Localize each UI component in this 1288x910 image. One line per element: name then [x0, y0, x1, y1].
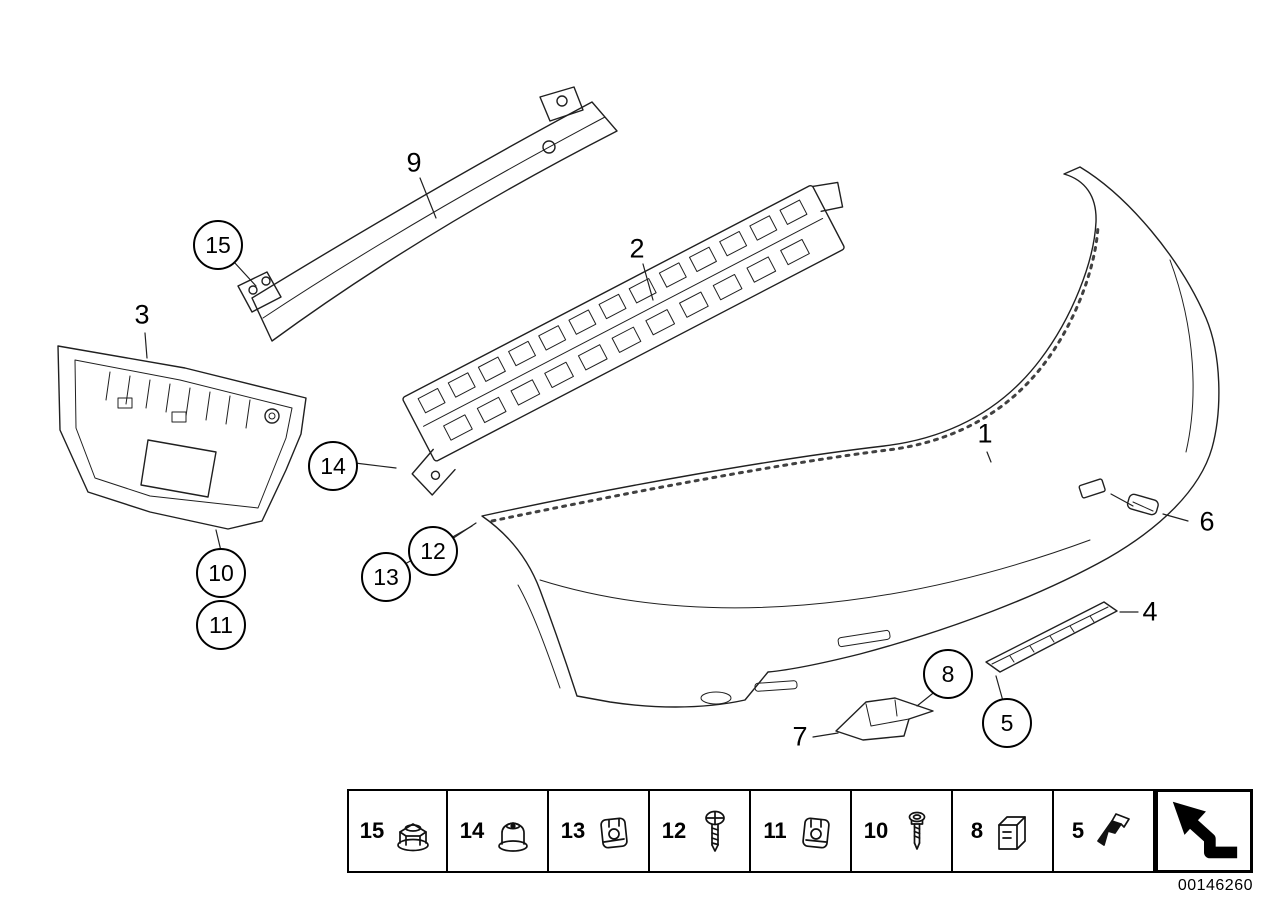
- callout-11[interactable]: 11: [196, 600, 246, 650]
- hex-screw-icon: [908, 811, 926, 850]
- phillips-screw-icon: [705, 810, 726, 852]
- callout-label: 10: [208, 559, 234, 586]
- legend-nav-cell[interactable]: [1155, 789, 1253, 873]
- legend-cell-12[interactable]: 12: [650, 789, 751, 873]
- callout-1[interactable]: 1: [977, 418, 993, 449]
- flange-nut-icon: [397, 823, 430, 852]
- callout-9[interactable]: 9: [406, 147, 422, 178]
- callout-12[interactable]: 12: [408, 526, 458, 576]
- sheet-metal-nut-icon: [600, 817, 628, 849]
- legend-cell-14[interactable]: 14: [448, 789, 549, 873]
- callout-label: 9: [406, 147, 422, 178]
- legend-cell-number: 8: [970, 818, 984, 843]
- callout-3[interactable]: 3: [134, 299, 150, 330]
- legend-cell-number: 15: [359, 818, 385, 843]
- callout-8[interactable]: 8: [923, 649, 973, 699]
- part-1-bumper-cover: [481, 166, 1220, 708]
- callout-label: 12: [420, 537, 446, 564]
- legend-cell-number: 11: [763, 818, 787, 843]
- callout-label: 2: [629, 233, 645, 264]
- callout-label: 6: [1199, 506, 1215, 537]
- legend-cell-13[interactable]: 13: [549, 789, 650, 873]
- callout-7[interactable]: 7: [792, 721, 808, 752]
- return-arrow-icon: [1172, 801, 1238, 859]
- callout-label: 5: [1000, 709, 1014, 736]
- diagram-id: 00146260: [1177, 877, 1253, 894]
- legend-cell-number: 13: [560, 818, 586, 843]
- legend-cell-15[interactable]: 15: [347, 789, 448, 873]
- legend-cell-number: 14: [459, 818, 485, 843]
- legend-cell-10[interactable]: 10: [852, 789, 953, 873]
- callout-10[interactable]: 10: [196, 548, 246, 598]
- callout-14[interactable]: 14: [308, 441, 358, 491]
- callout-label: 3: [134, 299, 150, 330]
- callout-6[interactable]: 6: [1199, 506, 1215, 537]
- fastener-legend-strip: 15 14 13: [347, 789, 1253, 873]
- legend-cell-number: 12: [661, 818, 687, 843]
- legend-cell-number: 10: [863, 818, 889, 843]
- callout-label: 11: [209, 611, 233, 638]
- part-4-trim-strip: [985, 601, 1118, 673]
- legend-cell-8[interactable]: 8: [953, 789, 1054, 873]
- callout-4[interactable]: 4: [1142, 596, 1158, 627]
- legend-cell-5[interactable]: 5: [1054, 789, 1155, 873]
- part-3-side-carrier: [57, 345, 307, 530]
- part-2-mounting-foot: [411, 448, 456, 496]
- callout-label: 13: [373, 563, 399, 590]
- callout-2[interactable]: 2: [629, 233, 645, 264]
- part-7-bracket: [835, 697, 934, 741]
- sheet-metal-nut-icon: [801, 817, 830, 849]
- callout-5[interactable]: 5: [982, 698, 1032, 748]
- callout-label: 1: [977, 418, 993, 449]
- callout-label: 7: [792, 721, 808, 752]
- tow-hook-opening: [1078, 478, 1106, 499]
- cap-nut-icon: [498, 822, 529, 852]
- callout-15[interactable]: 15: [193, 220, 243, 270]
- legend-cell-number: 5: [1071, 818, 1085, 843]
- callout-label: 14: [320, 452, 346, 479]
- legend-cell-11[interactable]: 11: [751, 789, 852, 873]
- leader-lines: [144, 177, 1189, 738]
- trim-clip-icon: [1097, 813, 1130, 846]
- part-9-reinforcement-bar: [237, 86, 618, 342]
- callout-label: 4: [1142, 596, 1158, 627]
- callout-label: 8: [941, 660, 955, 687]
- expansion-clip-icon: [998, 816, 1026, 850]
- callout-label: 15: [205, 231, 231, 258]
- part-6-cover-cap: [1126, 493, 1159, 516]
- callout-13[interactable]: 13: [361, 552, 411, 602]
- part-2-energy-absorber: [402, 181, 845, 496]
